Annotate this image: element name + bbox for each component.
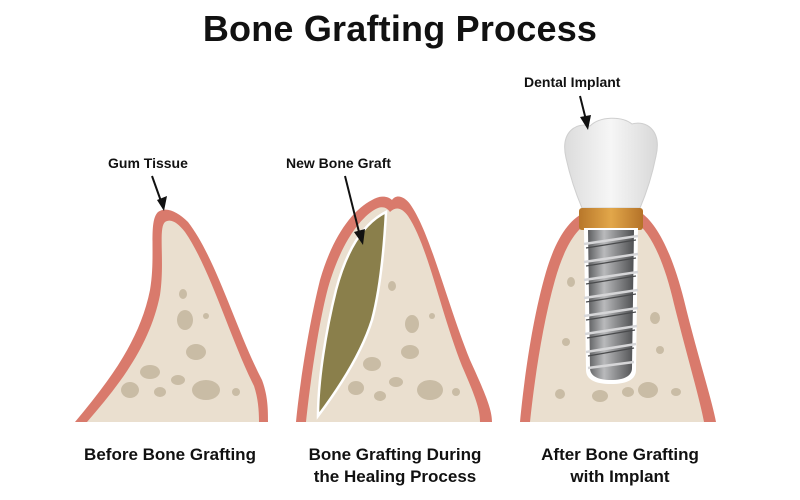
caption-after-implant: After Bone Grafting with Implant — [495, 444, 745, 488]
panel-during-healing — [296, 175, 492, 422]
dental-implant-label: Dental Implant — [524, 74, 621, 90]
caption-before-grafting: Before Bone Grafting — [45, 444, 295, 466]
caption-line: After Bone Grafting — [541, 445, 699, 464]
bone-shape — [87, 220, 259, 422]
page-title: Bone Grafting Process — [202, 8, 598, 49]
dental-implant-arrow — [579, 95, 591, 130]
implant-threads — [583, 234, 639, 370]
gum-tissue-arrow — [151, 175, 167, 211]
panel-after-implant — [520, 95, 716, 422]
implant-abutment — [579, 208, 643, 230]
bone-spots — [121, 289, 240, 400]
new-bone-graft-label: New Bone Graft — [286, 155, 392, 171]
new-bone-graft — [316, 209, 388, 420]
graft-arrow — [344, 175, 365, 245]
implant-threads-shadow — [585, 239, 637, 357]
implant-screw — [588, 230, 634, 380]
panel-before-grafting — [75, 175, 268, 422]
caption-line: Before Bone Grafting — [84, 445, 256, 464]
gum-tissue-label: Gum Tissue — [108, 155, 188, 171]
bone-spots — [348, 281, 460, 401]
caption-line: the Healing Process — [313, 467, 477, 486]
caption-line: Bone Grafting During — [308, 445, 482, 464]
caption-line: with Implant — [570, 467, 670, 486]
dental-crown — [564, 117, 658, 209]
caption-during-healing: Bone Grafting During the Healing Process — [270, 444, 520, 488]
bone-spots — [555, 277, 681, 402]
